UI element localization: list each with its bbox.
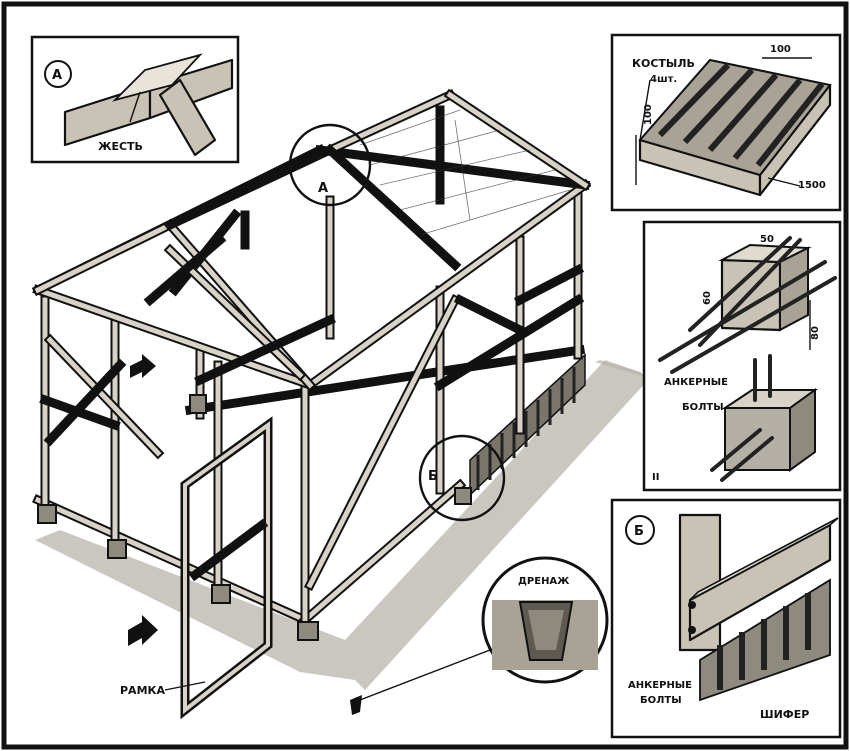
door-frame xyxy=(180,416,273,720)
anchor-bolts-2: АНКЕРНЫЕ xyxy=(628,680,692,691)
foundation-marker: Б xyxy=(428,469,438,484)
detail-b-panel: Б АНКЕРНЫЕ БОЛТЫ ШИФЕР xyxy=(610,498,842,739)
dim-60: 60 xyxy=(702,291,713,305)
arrow-right-icon xyxy=(128,615,158,646)
frame-door-label: РАМКА xyxy=(120,684,166,697)
drainage-label: ДРЕНАЖ xyxy=(518,576,570,587)
dim-80: 80 xyxy=(810,326,821,340)
slate-label: ШИФЕР xyxy=(760,708,809,721)
roman-two: II xyxy=(652,472,659,483)
detail-b-letter: Б xyxy=(634,524,644,539)
dim-100-top: 100 xyxy=(770,44,791,55)
dim-50: 50 xyxy=(760,234,774,245)
anchor-bolts-1: АНКЕРНЫЕ xyxy=(664,377,728,388)
detail-a-panel: А ЖЕСТЬ xyxy=(30,35,240,164)
roof-glazing xyxy=(359,109,571,236)
kostyl-title: КОСТЫЛЬ xyxy=(632,57,695,70)
detail-a-letter: А xyxy=(52,68,62,83)
arrow-right-icon xyxy=(130,354,156,378)
tin-label: ЖЕСТЬ xyxy=(98,140,143,153)
ridge-detail-circle xyxy=(288,123,372,207)
anchor-block-panel: 50 60 80 АНКЕРНЫЕ БОЛТЫ II xyxy=(642,220,842,492)
kostyl-count: 4шт. xyxy=(650,74,677,85)
ridge-marker: А xyxy=(318,181,328,196)
anchor-bolts-1b: БОЛТЫ xyxy=(682,402,724,413)
anchor-bolts-2b: БОЛТЫ xyxy=(640,695,682,706)
drainage-detail: ДРЕНАЖ xyxy=(350,556,609,715)
footings xyxy=(37,394,472,641)
greenhouse-frame: А Б xyxy=(31,88,592,720)
dim-100-side: 100 xyxy=(643,104,654,125)
dim-1500: 1500 xyxy=(798,180,826,191)
foundation-detail-circle xyxy=(418,434,506,522)
kostyl-panel: КОСТЫЛЬ 4шт. 100 100 1500 xyxy=(610,33,842,212)
